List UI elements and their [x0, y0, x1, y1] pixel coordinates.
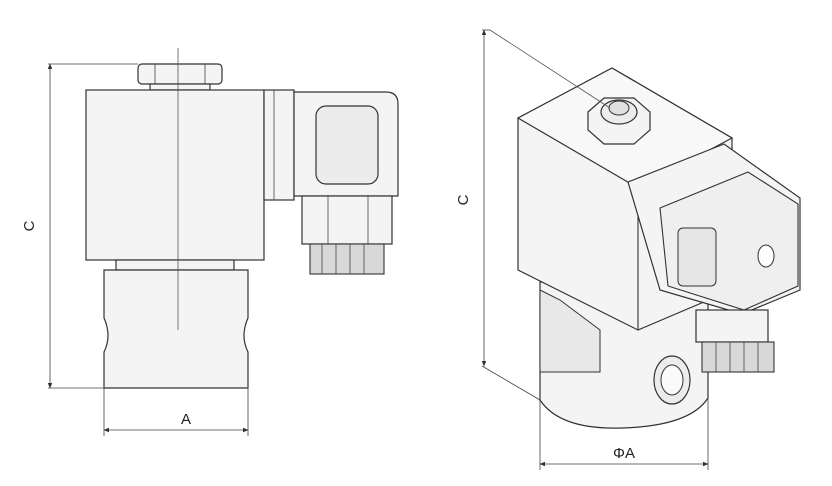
iso-diameter-dimension: ΦA — [539, 398, 709, 470]
coil-collar — [263, 89, 295, 201]
width-dimension: A — [103, 388, 249, 436]
top-nut — [137, 63, 223, 91]
iso-connector — [627, 143, 801, 315]
valve-neck — [115, 259, 235, 271]
width-label: A — [181, 411, 191, 428]
height-label: C — [21, 220, 38, 231]
coil-housing — [85, 89, 265, 261]
iso-height-dimension: C — [455, 29, 541, 401]
connector-housing — [293, 91, 399, 245]
iso-diameter-label: ΦA — [613, 445, 635, 462]
side-view: C A — [21, 48, 399, 436]
cable-gland — [309, 243, 385, 275]
height-dimension: C — [21, 63, 138, 389]
iso-axis-line — [489, 29, 611, 109]
iso-height-label: C — [455, 194, 472, 205]
valve-body — [103, 269, 249, 389]
iso-cable-gland — [695, 309, 775, 373]
iso-top-nut — [587, 97, 651, 145]
iso-valve-body — [539, 281, 709, 429]
iso-view: C ΦA — [455, 29, 801, 470]
